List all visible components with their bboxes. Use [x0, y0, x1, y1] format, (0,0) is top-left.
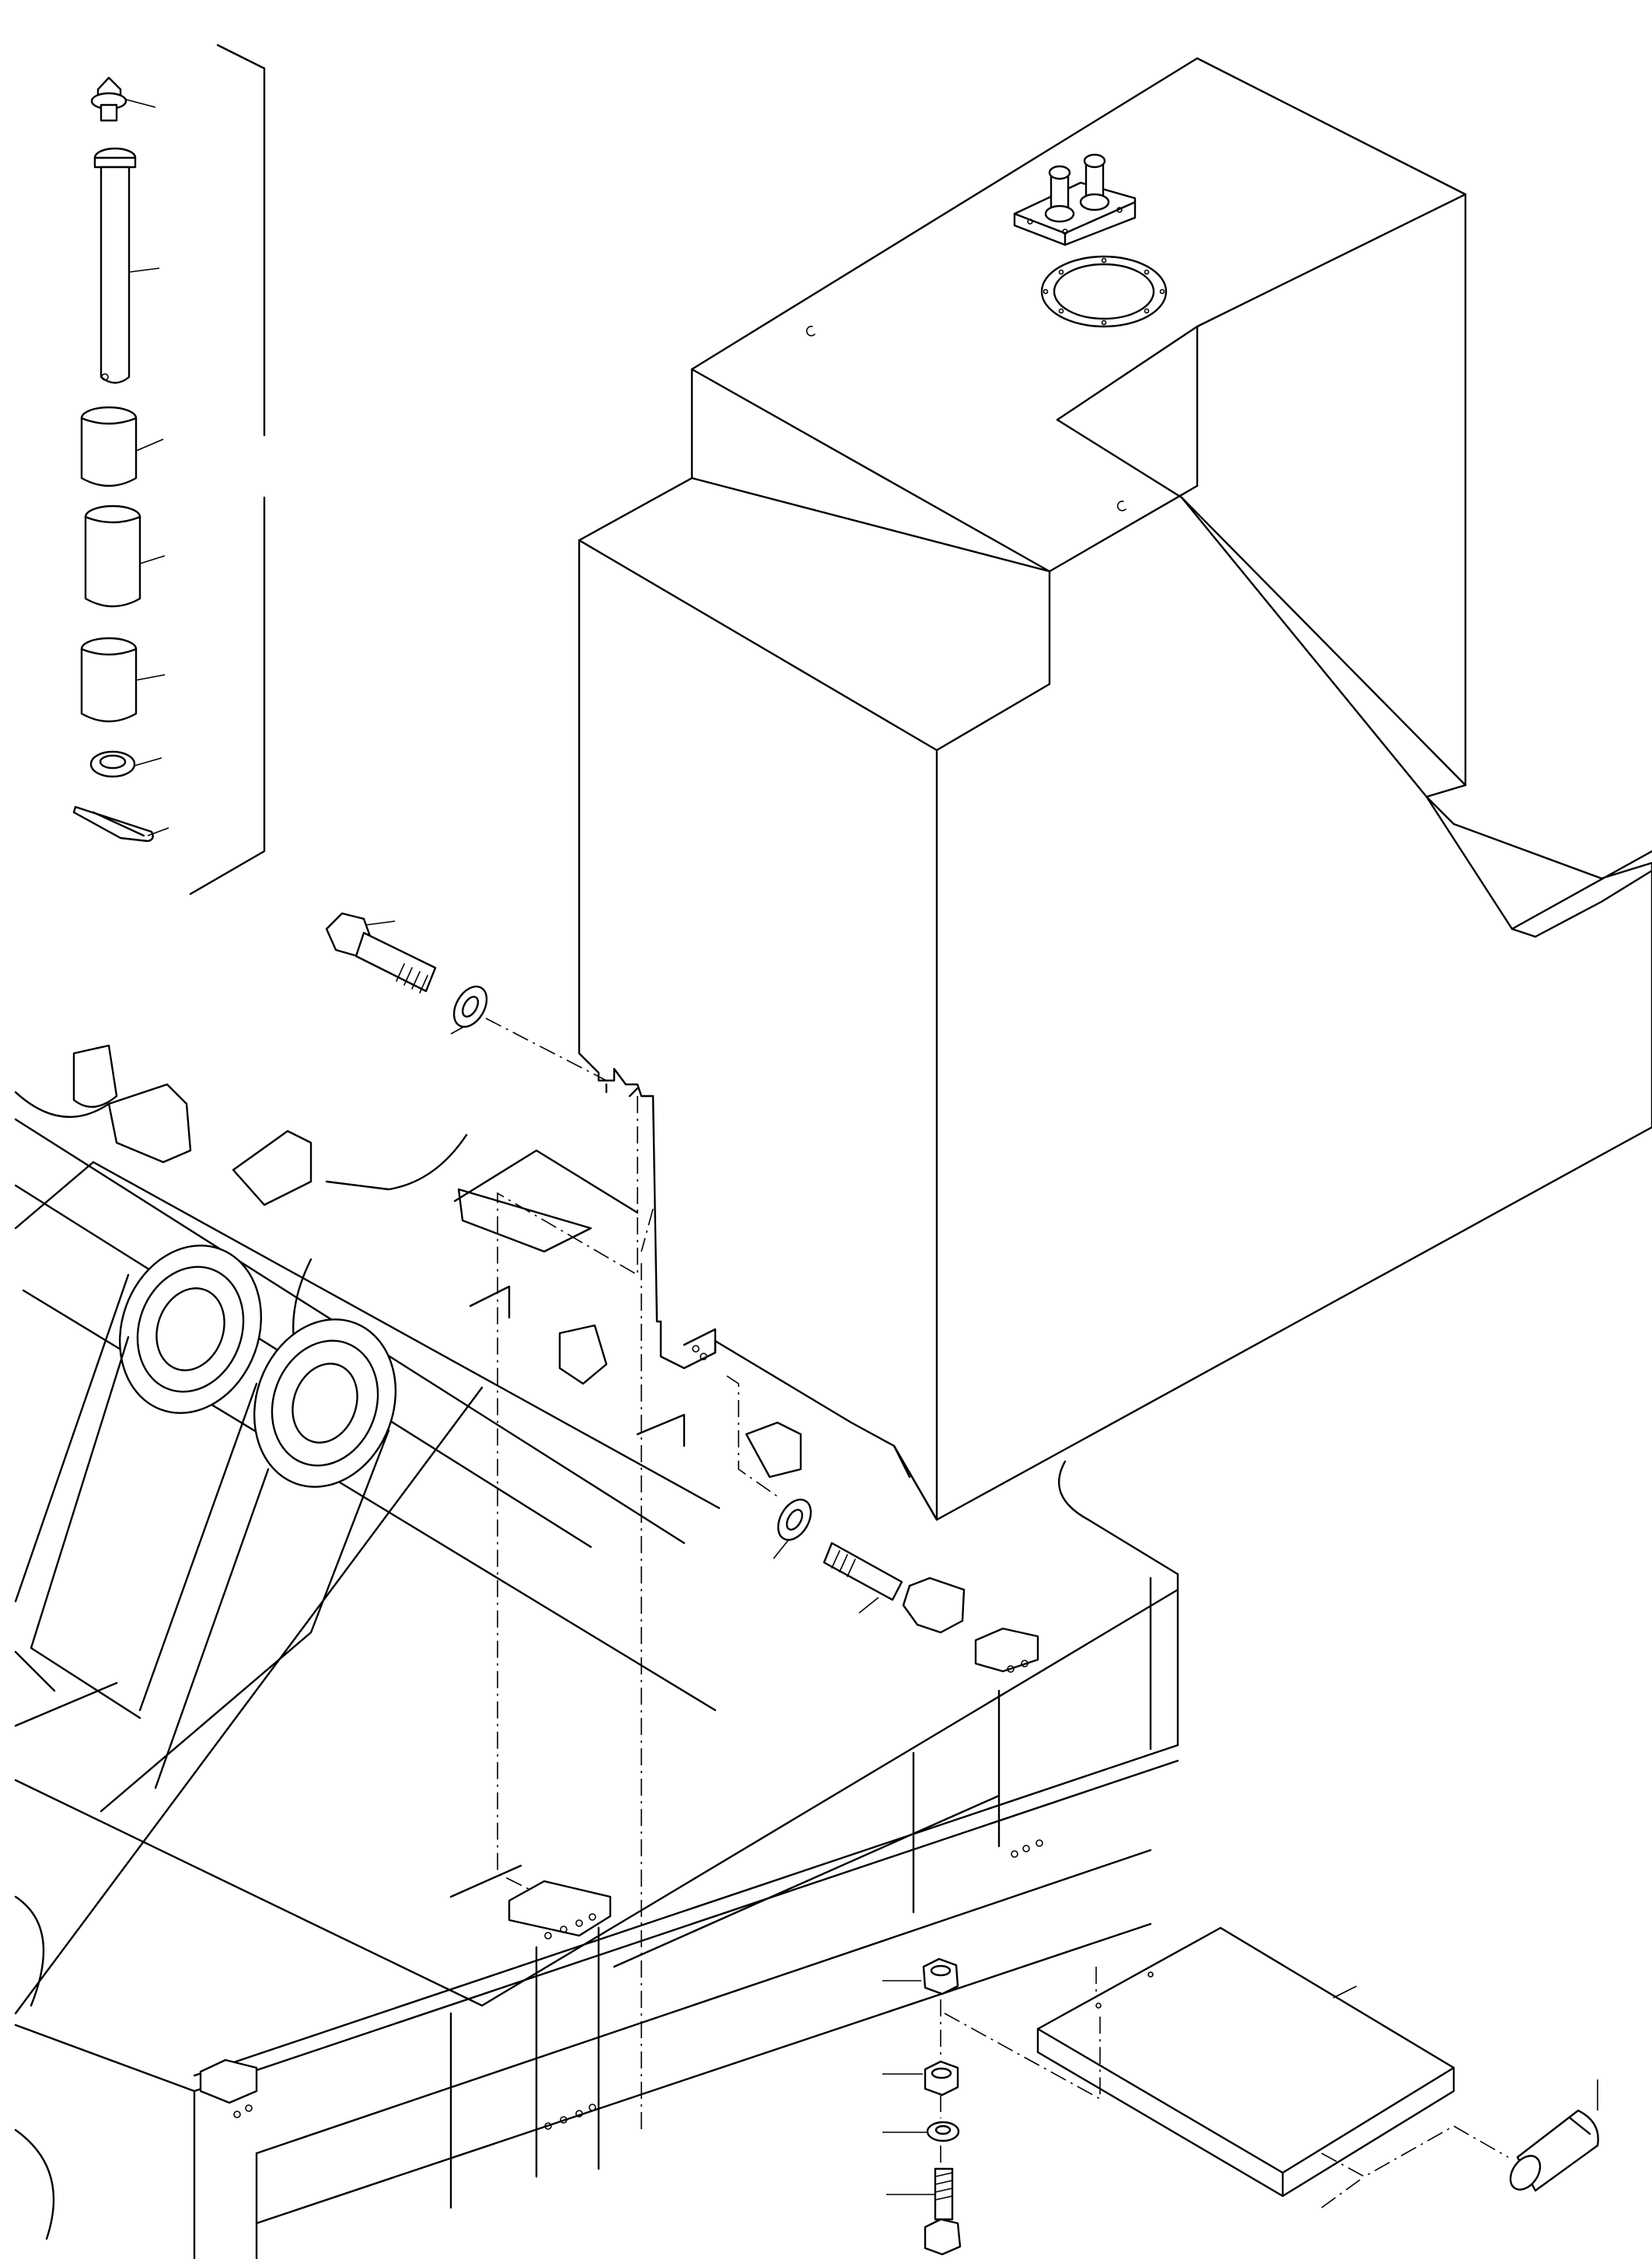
filler-ring [1040, 255, 1168, 328]
boom-foot-right [253, 1318, 397, 1488]
lock-nut-upper [882, 1957, 959, 1995]
assembly-centerlines [485, 1018, 1509, 2208]
grease-fitting [90, 76, 156, 122]
cotter-pin [72, 805, 169, 843]
sender-plate [1013, 153, 1137, 246]
fuel-tank [578, 57, 1652, 1521]
thrust-washer [89, 750, 162, 778]
revolving-frame [14, 1044, 1179, 2259]
cylindrical-pin [1509, 2079, 1599, 2192]
pivot-pin [93, 147, 160, 384]
bushing-middle [84, 505, 166, 608]
boom-foot-left [118, 1245, 263, 1414]
flat-washer [882, 2121, 960, 2142]
hex-bolt-lower [823, 1541, 966, 1634]
access-cover-plate [1036, 1926, 1455, 2198]
hex-bolt-upper [325, 912, 437, 993]
lock-nut-lower [882, 2060, 959, 2097]
pin-kit-bracket [189, 44, 266, 896]
bushing-lower [80, 637, 166, 723]
hex-bolt-bottom [886, 2167, 962, 2256]
washer-lower [773, 1498, 812, 1559]
washer-upper [450, 985, 488, 1035]
bushing-upper [80, 406, 164, 487]
